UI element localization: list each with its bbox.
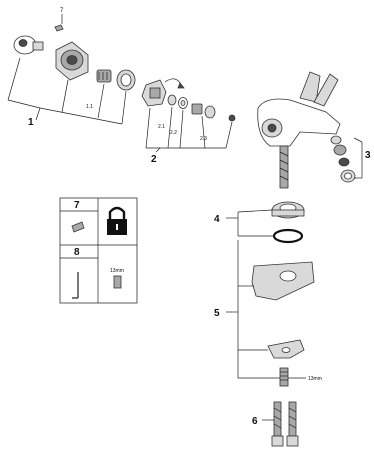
callout-1: 1	[28, 117, 34, 128]
faucet-body	[257, 71, 341, 147]
wrench-nut-icon	[113, 275, 122, 289]
small-screw-icon	[71, 221, 85, 233]
callout-2-1: 2.1	[158, 124, 165, 130]
callout-4: 4	[214, 214, 220, 225]
mounting-flange	[271, 201, 305, 219]
callout-7: 7	[60, 8, 64, 14]
tool-table	[59, 197, 138, 304]
part-7-screw	[54, 24, 64, 32]
callout-5: 5	[214, 308, 220, 319]
callout-3: 3	[365, 150, 371, 161]
threaded-stud	[279, 367, 289, 387]
part-1-1-insert	[96, 69, 112, 83]
padlock-icon	[107, 206, 127, 235]
callout-2-3: 2.3	[200, 136, 207, 142]
clamp-bracket	[267, 339, 305, 359]
part-2-2-ring	[178, 97, 188, 109]
cartridge	[141, 78, 185, 107]
callout-2: 2	[151, 154, 157, 165]
callout-1-1: 1.1	[86, 104, 93, 110]
mounting-plate	[251, 261, 315, 301]
flex-hose-upper	[279, 145, 289, 189]
handle-body	[55, 41, 89, 81]
handle-knob	[13, 35, 44, 55]
o-ring	[272, 228, 304, 244]
dimension-label: 13mm	[308, 376, 322, 382]
trim-ring	[116, 69, 136, 91]
tool-table-row1-label: 7	[74, 200, 80, 211]
part-2-1-ring	[167, 94, 177, 106]
tool-table-row2-label: 8	[74, 247, 80, 258]
callout-2-2: 2.2	[170, 130, 177, 136]
hex-key-icon	[72, 272, 79, 299]
callout-6: 6	[252, 416, 258, 427]
tool-table-wrench-size: 13mm	[110, 268, 124, 274]
aerator-parts	[330, 135, 356, 183]
part-2-3-fitting	[191, 103, 236, 122]
supply-hoses	[271, 401, 299, 447]
